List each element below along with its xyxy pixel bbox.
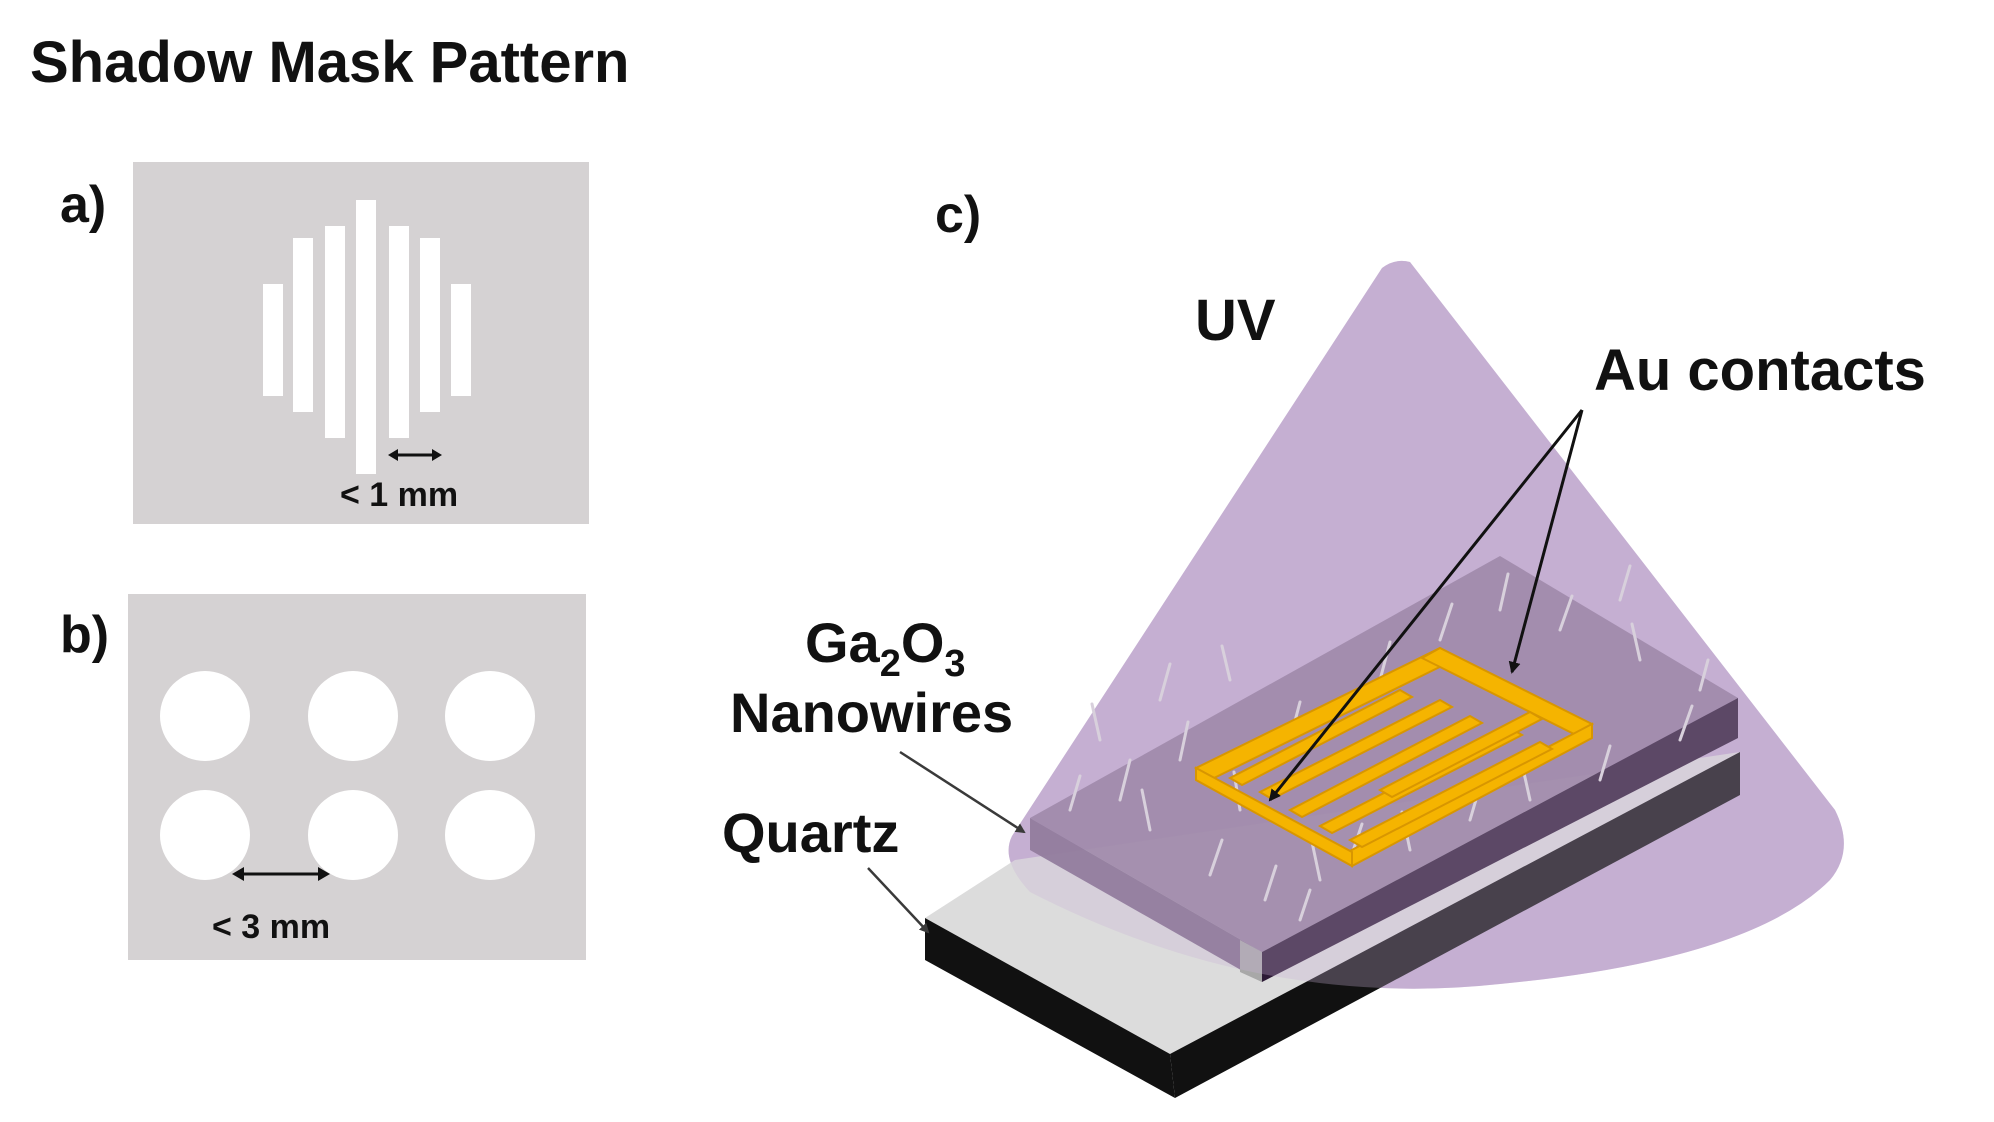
finger-5 <box>389 226 409 438</box>
hole-r1c2 <box>308 671 398 761</box>
au-finger-5 <box>1347 740 1555 849</box>
scale-arrow-a <box>388 449 442 461</box>
au-frame-left <box>1195 766 1353 868</box>
o-sub-3: 3 <box>944 643 965 685</box>
quartz-label: Quartz <box>722 801 899 864</box>
uv-label: UV <box>1195 288 1276 353</box>
finger-6 <box>420 238 440 412</box>
film-top <box>1030 556 1738 952</box>
ga-sub-2: 2 <box>880 643 901 685</box>
panel-a-label: a) <box>60 176 106 234</box>
au-finger-6 <box>1377 710 1545 799</box>
ga-text: Ga <box>805 611 881 674</box>
au-finger-3 <box>1257 698 1455 801</box>
finger-7 <box>451 284 471 396</box>
finger-4 <box>356 200 376 474</box>
leader-lines <box>867 409 1584 934</box>
scale-arrow-b <box>232 867 330 881</box>
film-right-face <box>1262 698 1738 982</box>
finger-1 <box>263 284 283 396</box>
quartz-right-face <box>1170 752 1740 1098</box>
hole-r2c2 <box>308 790 398 880</box>
nanowires-label: Nanowires <box>730 681 1013 744</box>
scale-label-a: < 1 mm <box>340 476 458 514</box>
figure-title: Shadow Mask Pattern <box>30 30 629 95</box>
mask-a-fingers <box>263 200 471 474</box>
o-text: O <box>901 611 945 674</box>
uv-cone-overlay <box>1008 260 1844 989</box>
hole-r1c1 <box>160 671 250 761</box>
quartz-leader <box>867 867 930 934</box>
quartz-step-shade <box>1240 940 1262 982</box>
mask-b-holes <box>160 671 535 880</box>
panel-b-label: b) <box>60 606 109 664</box>
film-front-face <box>1030 818 1262 982</box>
nanowires-leader <box>899 750 1026 834</box>
nanowire-film <box>1030 556 1738 982</box>
finger-2 <box>293 238 313 412</box>
ga2o3-label: Ga2O3 <box>805 611 966 685</box>
hole-r2c3 <box>445 790 535 880</box>
quartz-front-face <box>925 918 1175 1098</box>
au-contacts-label: Au contacts <box>1594 338 1926 403</box>
au-arrow-1 <box>1268 409 1584 802</box>
finger-3 <box>325 226 345 438</box>
hole-r2c1 <box>160 790 250 880</box>
panel-c-label: c) <box>935 186 981 244</box>
au-finger-2 <box>1287 714 1485 819</box>
scale-label-b: < 3 mm <box>212 908 330 946</box>
hole-r1c3 <box>445 671 535 761</box>
au-arrow-2 <box>1508 409 1584 674</box>
mask-b-plate <box>128 594 586 960</box>
